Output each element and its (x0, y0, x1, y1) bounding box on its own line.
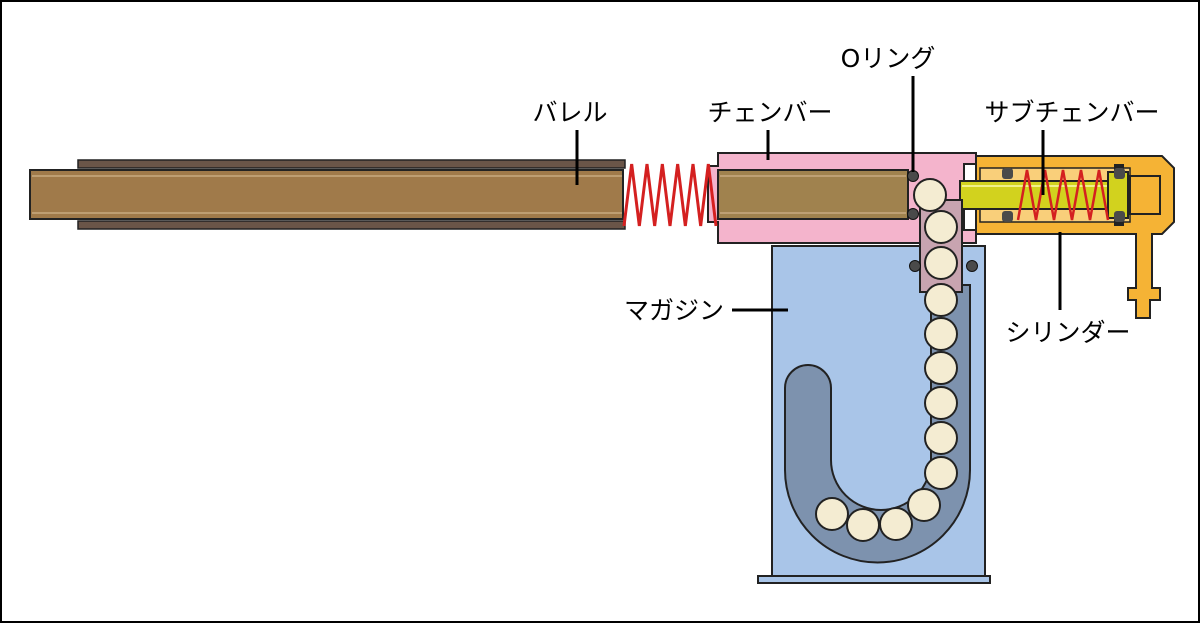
o-ring-chamber-bottom (907, 208, 919, 220)
cylinder-spring-coil (1016, 169, 1110, 221)
cylinder-spring (1016, 169, 1110, 221)
cylinder-piston-cap (1129, 175, 1161, 215)
barrel-tube (29, 169, 624, 220)
bb-pellet (907, 488, 941, 522)
chamber-bore (717, 169, 909, 220)
bb-pellet (924, 421, 958, 455)
bb-pellet (846, 508, 880, 542)
magazine-base-plate (757, 575, 991, 584)
barrel-spring-coil (622, 163, 718, 227)
label-magazine: マガジン (624, 296, 724, 325)
barrel-spring (622, 163, 718, 227)
o-rings (907, 170, 978, 272)
label-cylinder: シリンダー (1005, 318, 1130, 347)
chamber (707, 152, 977, 244)
o-ring-magazine-right (966, 260, 978, 272)
leader-lines (575, 76, 1062, 312)
bb-pellet (924, 386, 958, 420)
label-subchamber: サブチェンバー (984, 98, 1159, 127)
barrel-outer-upper (77, 159, 626, 169)
o-ring-magazine-left (909, 260, 921, 272)
barrel (29, 159, 626, 230)
barrel-outer-lower (77, 220, 626, 230)
cylinder-o-rings (1002, 168, 1125, 222)
label-chamber: チェンバー (707, 98, 832, 127)
o-ring-cyl-1 (1002, 168, 1013, 179)
o-ring-chamber-top (907, 170, 919, 182)
label-barrel: バレル (532, 98, 607, 127)
o-ring-cyl-2 (1002, 211, 1013, 222)
bb-pellet (924, 283, 958, 317)
o-ring-cyl-4 (1114, 211, 1125, 222)
bb-pellet (913, 178, 947, 212)
o-ring-cyl-3 (1114, 168, 1125, 179)
label-o-ring: Oリング (841, 44, 936, 73)
bb-pellet (924, 210, 958, 244)
bb-pellet (924, 317, 958, 351)
bb-pellet (924, 351, 958, 385)
bb-pellet (815, 497, 849, 531)
bb-pellet (924, 456, 958, 490)
bb-pellet (879, 507, 913, 541)
bb-pellets (815, 178, 958, 542)
bb-pellet (924, 246, 958, 280)
